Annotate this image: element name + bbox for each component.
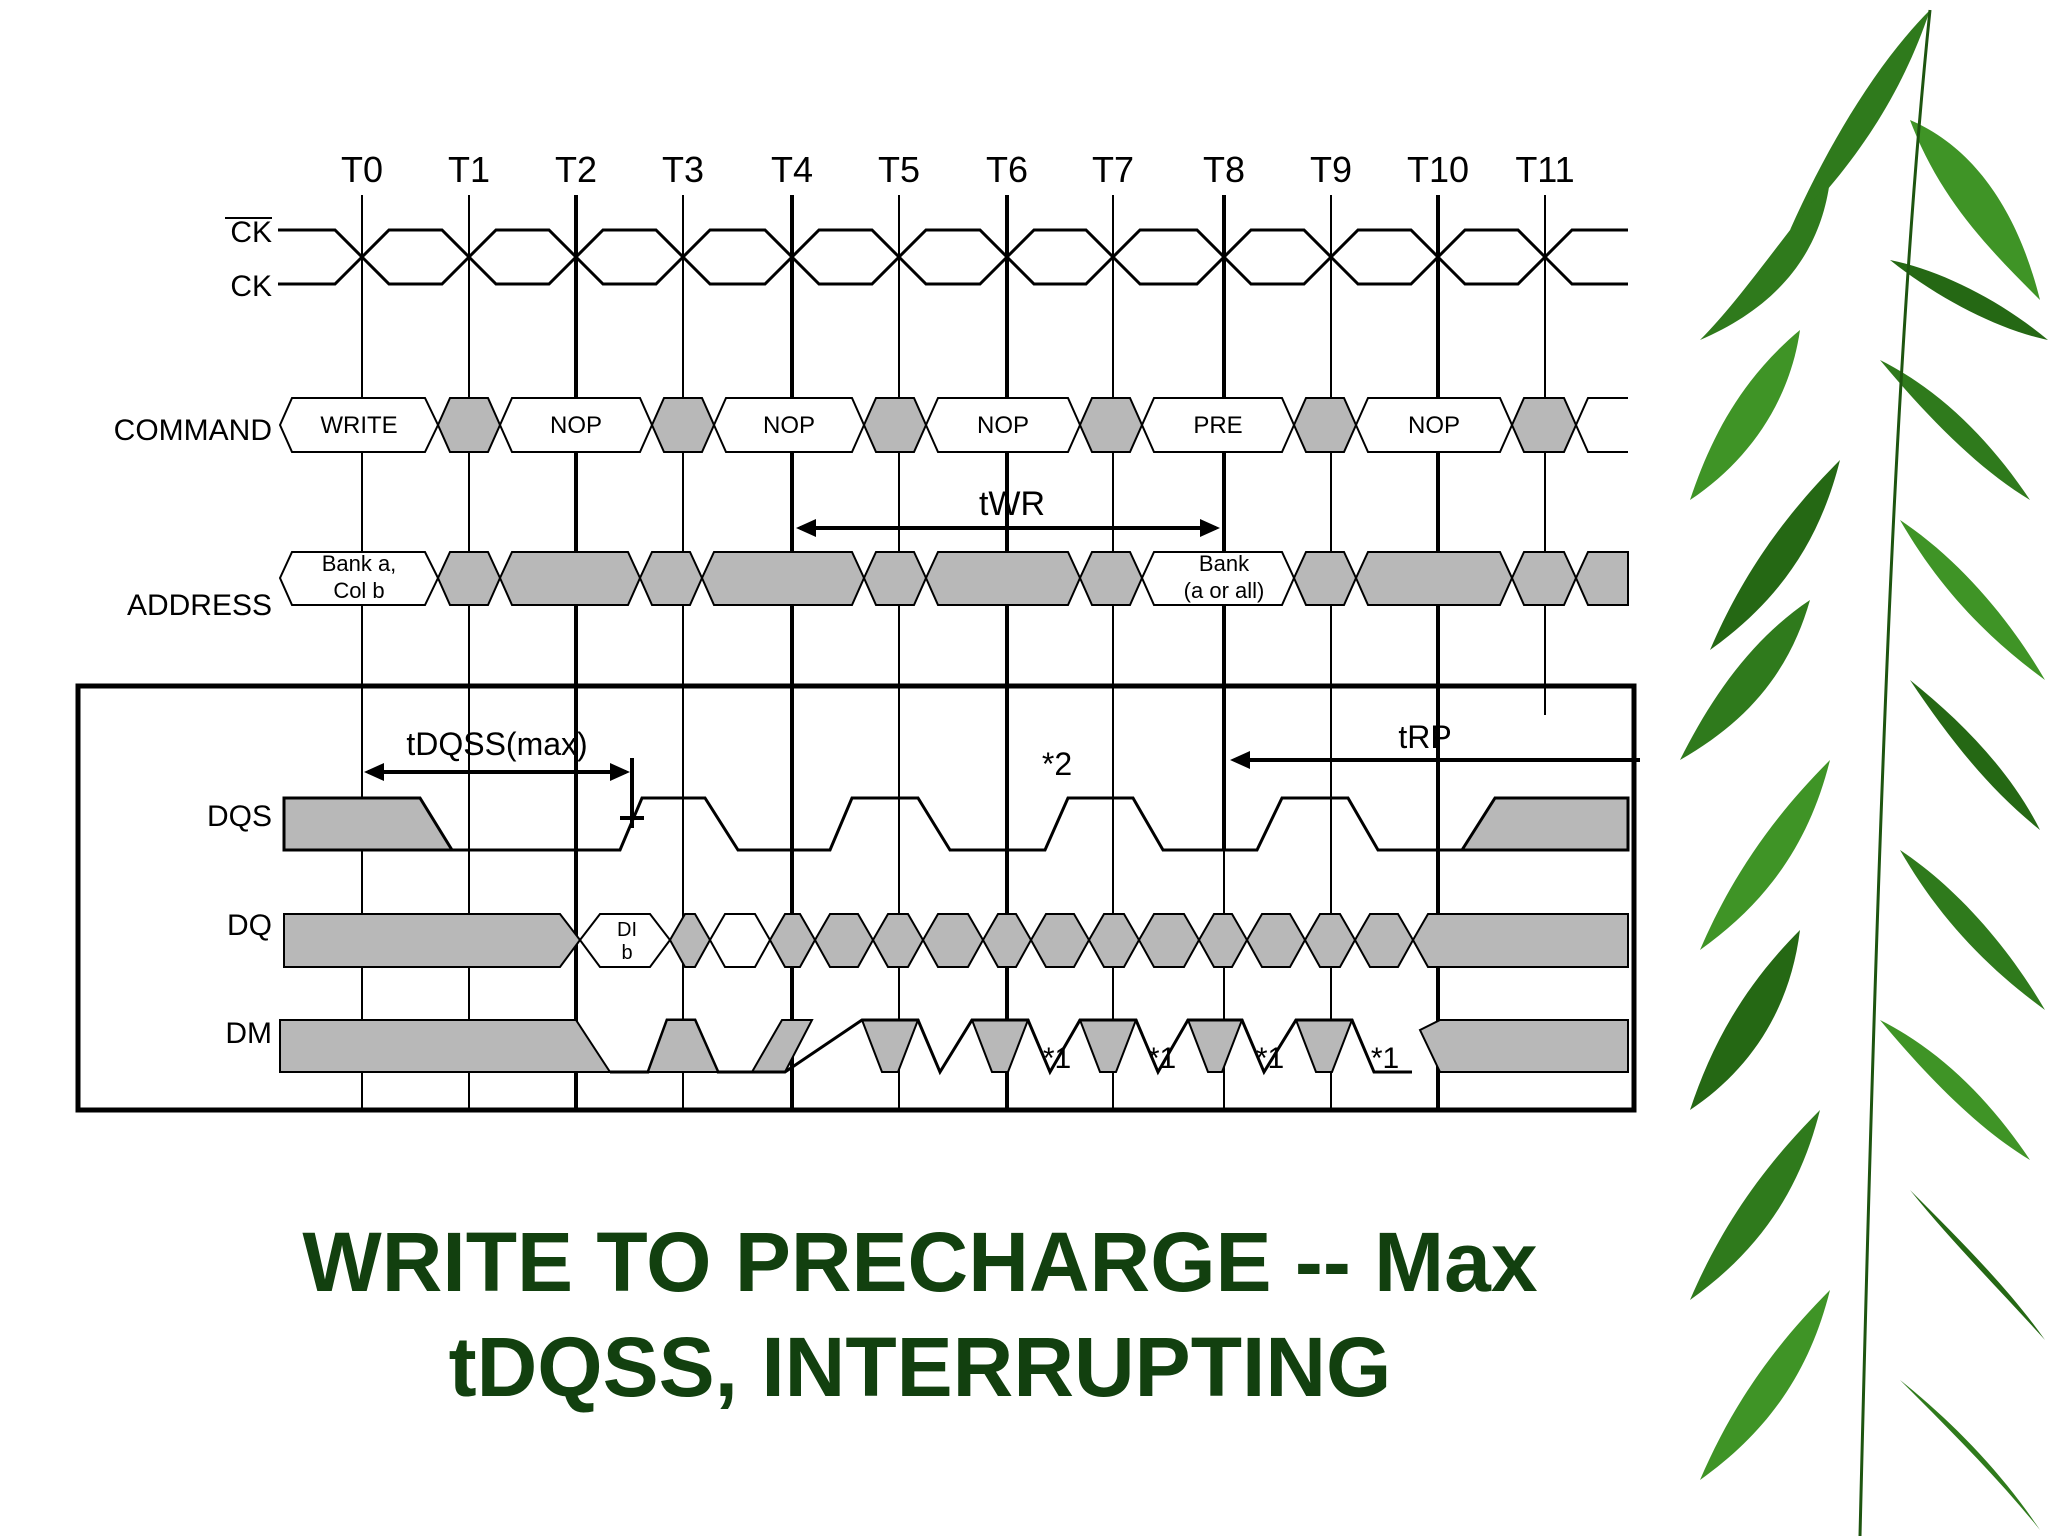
dm-note1-label-c: *1 [1256, 1042, 1284, 1075]
tick-label-t9: T9 [1310, 149, 1352, 190]
timing-diagram: T0 T1 T2 T3 T4 T5 T6 T7 T8 T9 T10 T11 CK… [75, 149, 1640, 1113]
note-2-label: *2 [1042, 746, 1072, 782]
tick-label-t11: T11 [1515, 149, 1574, 190]
slide-title-line2: tDQSS, INTERRUPTING [448, 1320, 1392, 1414]
dq-data-line2: b [621, 942, 632, 964]
trp-arrow [1230, 751, 1640, 769]
bamboo-leaves-graphic [1680, 9, 2048, 1536]
signal-label-ck-bar: CK [230, 216, 272, 249]
command-bus [278, 397, 1628, 453]
dq-bus [283, 913, 1629, 968]
clock-gridlines [361, 195, 1546, 1110]
tick-label-t8: T8 [1203, 149, 1245, 190]
dq-data-line1: DI [617, 919, 637, 941]
address-bank-pre-line1: Bank [1199, 551, 1250, 576]
address-bank-pre-line2: (a or all) [1184, 578, 1265, 603]
dqs-waveform [282, 796, 1630, 852]
signal-label-ck: CK [230, 270, 272, 303]
command-nop-label-4: NOP [1408, 412, 1460, 439]
address-bus [278, 551, 1629, 606]
tick-label-t0: T0 [341, 149, 383, 190]
signal-label-dm: DM [225, 1017, 272, 1050]
address-bank-col-line2: Col b [333, 578, 384, 603]
command-nop-label-2: NOP [763, 412, 815, 439]
data-region-box [75, 683, 1637, 1113]
signal-label-dq: DQ [227, 909, 272, 942]
trp-label: tRP [1398, 719, 1451, 755]
dm-waveform [279, 1018, 1629, 1076]
address-bank-col-line1: Bank a, [322, 551, 397, 576]
command-write-label: WRITE [320, 412, 397, 439]
tick-label-t4: T4 [771, 149, 813, 190]
dm-note1-label-d: *1 [1371, 1042, 1399, 1075]
tdqss-arrow [364, 758, 644, 828]
twr-arrow [796, 519, 1220, 537]
signal-label-dqs: DQS [207, 800, 272, 833]
slide-title-line1: WRITE TO PRECHARGE -- Max [302, 1215, 1538, 1309]
clock-waveform [278, 228, 1628, 286]
command-pre-label: PRE [1193, 412, 1242, 439]
command-nop-label-1: NOP [550, 412, 602, 439]
tick-label-t10: T10 [1407, 149, 1469, 190]
dm-note1-label-b: *1 [1148, 1042, 1176, 1075]
tick-label-t5: T5 [878, 149, 920, 190]
signal-label-command: COMMAND [114, 414, 272, 447]
tick-label-t2: T2 [555, 149, 597, 190]
tdqss-label: tDQSS(max) [406, 726, 587, 762]
signal-label-address: ADDRESS [127, 589, 272, 622]
tick-label-t6: T6 [986, 149, 1028, 190]
tick-label-t1: T1 [448, 149, 490, 190]
command-nop-label-3: NOP [977, 412, 1029, 439]
dm-note1-label-a: *1 [1043, 1042, 1071, 1075]
tick-label-t7: T7 [1092, 149, 1134, 190]
tick-label-t3: T3 [662, 149, 704, 190]
twr-label: tWR [979, 485, 1045, 523]
